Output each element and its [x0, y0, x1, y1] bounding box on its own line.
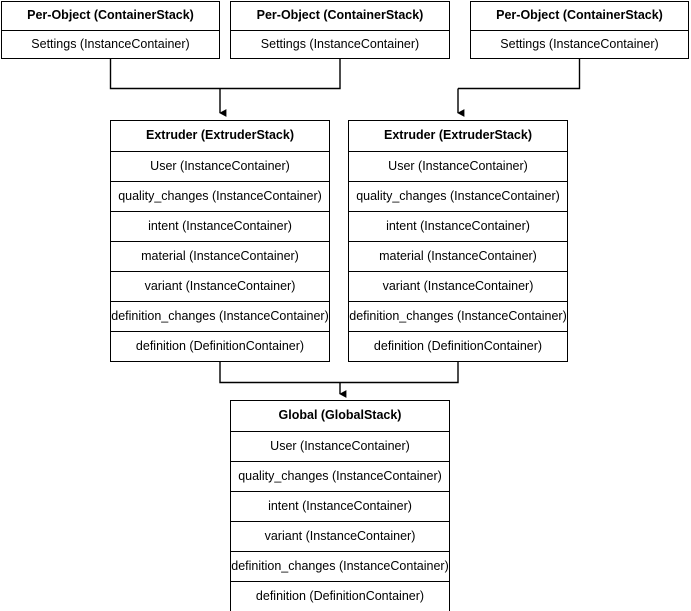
node-header: Global (GlobalStack)	[278, 408, 402, 423]
node-header: Extruder (ExtruderStack)	[384, 128, 532, 143]
node-row-variant: variant (InstanceContainer)	[231, 521, 449, 551]
edge-perobject1-to-extruder1	[109, 57, 220, 90]
node-row-intent: intent (InstanceContainer)	[231, 491, 449, 521]
edge-extruder2-to-global	[340, 360, 459, 384]
node-extruder-1[interactable]: Extruder (ExtruderStack) User (InstanceC…	[110, 120, 330, 362]
edge-perobject2-to-extruder1	[220, 57, 341, 90]
node-row-settings: Settings (InstanceContainer)	[471, 30, 688, 58]
node-row-material: material (InstanceContainer)	[111, 241, 329, 271]
node-per-object-2[interactable]: Per-Object (ContainerStack) Settings (In…	[230, 1, 450, 59]
node-row-variant: variant (InstanceContainer)	[111, 271, 329, 301]
node-row-definition-changes: definition_changes (InstanceContainer)	[111, 301, 329, 331]
node-row-settings: Settings (InstanceContainer)	[231, 30, 449, 58]
node-per-object-1[interactable]: Per-Object (ContainerStack) Settings (In…	[1, 1, 220, 59]
node-header: Per-Object (ContainerStack)	[256, 8, 424, 23]
node-per-object-3[interactable]: Per-Object (ContainerStack) Settings (In…	[470, 1, 689, 59]
node-row-quality-changes: quality_changes (InstanceContainer)	[111, 181, 329, 211]
node-row-definition: definition (DefinitionContainer)	[111, 331, 329, 361]
node-global-stack[interactable]: Global (GlobalStack) User (InstanceConta…	[230, 400, 450, 611]
node-row-definition-changes: definition_changes (InstanceContainer)	[231, 551, 449, 581]
node-row-user: User (InstanceContainer)	[231, 431, 449, 461]
node-header: Per-Object (ContainerStack)	[27, 8, 194, 23]
node-row-intent: intent (InstanceContainer)	[111, 211, 329, 241]
node-row-user: User (InstanceContainer)	[349, 151, 567, 181]
node-row-user: User (InstanceContainer)	[111, 151, 329, 181]
node-row-variant: variant (InstanceContainer)	[349, 271, 567, 301]
node-header: Extruder (ExtruderStack)	[146, 128, 294, 143]
node-header: Per-Object (ContainerStack)	[496, 8, 663, 23]
node-row-definition: definition (DefinitionContainer)	[349, 331, 567, 361]
node-row-quality-changes: quality_changes (InstanceContainer)	[349, 181, 567, 211]
node-row-intent: intent (InstanceContainer)	[349, 211, 567, 241]
node-row-quality-changes: quality_changes (InstanceContainer)	[231, 461, 449, 491]
node-row-material: material (InstanceContainer)	[349, 241, 567, 271]
edge-extruder1-to-global	[219, 360, 340, 384]
node-extruder-2[interactable]: Extruder (ExtruderStack) User (InstanceC…	[348, 120, 568, 362]
node-row-definition-changes: definition_changes (InstanceContainer)	[349, 301, 567, 331]
edge-perobject3-to-extruder2	[458, 57, 581, 90]
node-row-settings: Settings (InstanceContainer)	[2, 30, 219, 58]
node-row-definition: definition (DefinitionContainer)	[231, 581, 449, 611]
